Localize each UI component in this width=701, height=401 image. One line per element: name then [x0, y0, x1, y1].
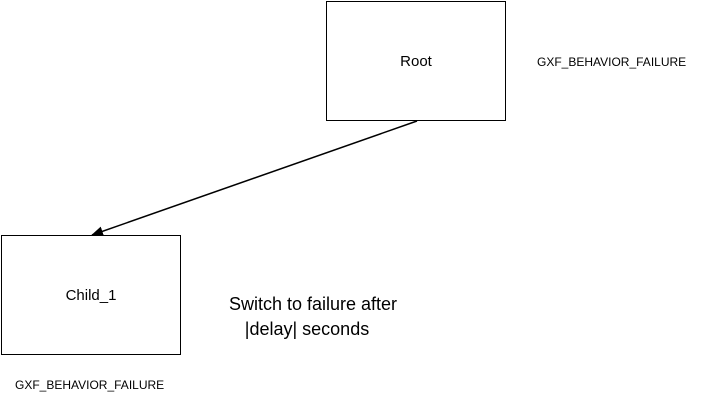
root-node-status: GXF_BEHAVIOR_FAILURE [537, 55, 686, 69]
child-1-node-label: Child_1 [66, 287, 117, 304]
child-1-node: Child_1 [1, 235, 181, 355]
child-1-node-status: GXF_BEHAVIOR_FAILURE [15, 378, 164, 392]
delay-note-line-2: |delay| seconds [245, 319, 369, 339]
root-node: Root [326, 1, 506, 121]
edge-root-to-child-1 [91, 120, 418, 237]
root-node-box [326, 1, 506, 121]
child-1-node-box [1, 235, 181, 355]
root-node-label: Root [400, 53, 433, 70]
delay-note-line-1: Switch to failure after [229, 294, 397, 314]
